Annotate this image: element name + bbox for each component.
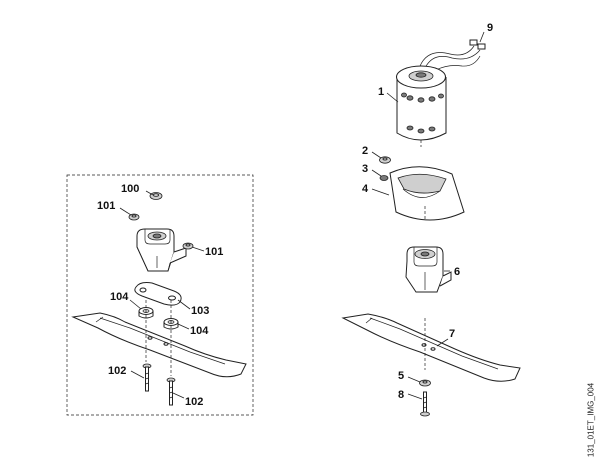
leader-101-right <box>191 246 205 252</box>
callout-103: 103 <box>191 305 209 317</box>
part-101-nut-right <box>182 242 194 250</box>
callout-9: 9 <box>487 22 493 34</box>
callout-102-right: 102 <box>185 396 203 408</box>
leader-3 <box>371 169 382 177</box>
part-103-plate <box>134 282 182 306</box>
callout-5: 5 <box>398 370 404 382</box>
callout-7: 7 <box>449 328 455 340</box>
part-1-motor <box>396 65 447 147</box>
callout-2: 2 <box>362 145 368 157</box>
part-8-bolt <box>420 391 430 417</box>
part-6-blade-adapter <box>405 246 452 293</box>
part-3-nut <box>379 175 389 181</box>
alternative-kit-frame <box>66 174 254 416</box>
callout-104-lower: 104 <box>190 325 209 337</box>
leader-1 <box>386 92 399 103</box>
leader-5 <box>407 376 421 383</box>
callout-104-upper: 104 <box>110 291 129 303</box>
callout-100: 100 <box>121 183 139 195</box>
part-blade-adapter-left <box>136 228 187 272</box>
leader-7 <box>436 338 449 347</box>
image-code-label: 131_01ET_IMG_004 <box>584 370 598 470</box>
leader-103 <box>177 299 191 310</box>
leader-101-left <box>119 207 132 216</box>
callout-101-right: 101 <box>205 246 223 258</box>
part-101-nut-left <box>128 213 140 221</box>
callout-101-left: 101 <box>97 200 115 212</box>
part-4-housing <box>389 166 465 221</box>
callout-1: 1 <box>378 86 384 98</box>
part-blade-left <box>71 312 247 378</box>
leader-102-left <box>130 370 145 379</box>
leader-2 <box>371 151 382 159</box>
callout-3: 3 <box>362 163 368 175</box>
callout-6: 6 <box>454 266 460 278</box>
part-2-washer <box>379 156 391 164</box>
part-102-bolt-left <box>142 363 152 392</box>
leader-9 <box>479 31 485 43</box>
part-5-washer <box>419 379 431 387</box>
leader-4 <box>371 188 390 196</box>
image-code-text: 131_01ET_IMG_004 <box>586 382 596 458</box>
part-100-nut <box>149 192 163 200</box>
callout-4: 4 <box>362 183 369 195</box>
leader-104-upper <box>129 299 142 310</box>
part-7-blade <box>341 313 521 382</box>
callout-102-left: 102 <box>108 365 126 377</box>
leader-102-right <box>172 392 185 399</box>
part-9-cable <box>419 39 486 71</box>
callout-8: 8 <box>398 389 404 401</box>
part-102-bolt-right <box>166 377 176 406</box>
leader-100 <box>145 190 154 196</box>
leader-8 <box>407 393 423 400</box>
leader-104-lower <box>177 323 190 330</box>
